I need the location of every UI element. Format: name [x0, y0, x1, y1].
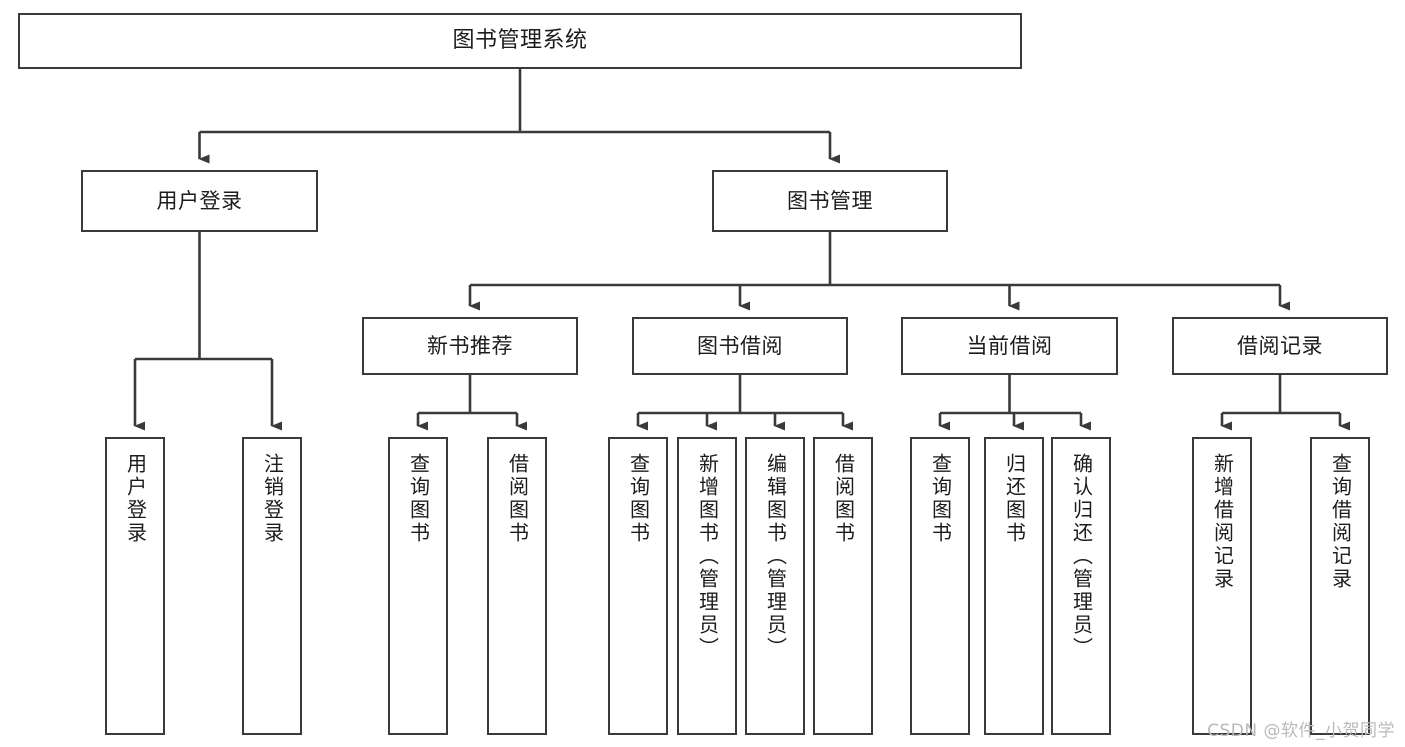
- node-label: 查询借阅记录: [1328, 453, 1353, 591]
- node-root[interactable]: 图书管理系统: [18, 13, 1022, 69]
- node-borrow-record[interactable]: 借阅记录: [1172, 317, 1388, 375]
- node-label: 确认归还（管理员）: [1069, 453, 1094, 660]
- node-label: 查询图书: [406, 453, 431, 545]
- node-leaf-query-book-1[interactable]: 查询图书: [388, 437, 448, 735]
- node-label: 图书管理: [787, 188, 873, 213]
- node-leaf-user-logout[interactable]: 注销登录: [242, 437, 302, 735]
- node-leaf-borrow-book-2[interactable]: 借阅图书: [813, 437, 873, 735]
- node-label: 借阅图书: [505, 453, 530, 545]
- node-label: 用户登录: [123, 453, 148, 545]
- node-leaf-add-book[interactable]: 新增图书（管理员）: [677, 437, 737, 735]
- node-label: 图书管理系统: [452, 28, 588, 54]
- node-book-manage[interactable]: 图书管理: [712, 170, 948, 232]
- node-leaf-query-book-3[interactable]: 查询图书: [910, 437, 970, 735]
- node-label: 借阅图书: [831, 453, 856, 545]
- node-label: 新增图书（管理员）: [695, 453, 720, 660]
- node-leaf-user-login[interactable]: 用户登录: [105, 437, 165, 735]
- node-label: 查询图书: [626, 453, 651, 545]
- node-leaf-confirm-return[interactable]: 确认归还（管理员）: [1051, 437, 1111, 735]
- node-leaf-query-record[interactable]: 查询借阅记录: [1310, 437, 1370, 735]
- node-label: 编辑图书（管理员）: [763, 453, 788, 660]
- node-label: 归还图书: [1002, 453, 1027, 545]
- node-label: 新增借阅记录: [1210, 453, 1235, 591]
- node-book-borrow[interactable]: 图书借阅: [632, 317, 848, 375]
- node-leaf-edit-book[interactable]: 编辑图书（管理员）: [745, 437, 805, 735]
- node-label: 用户登录: [156, 188, 243, 213]
- watermark: CSDN @软件_小贺同学: [1207, 721, 1395, 741]
- node-user-login[interactable]: 用户登录: [81, 170, 318, 232]
- node-leaf-borrow-book-1[interactable]: 借阅图书: [487, 437, 547, 735]
- node-leaf-return-book[interactable]: 归还图书: [984, 437, 1044, 735]
- node-label: 新书推荐: [427, 333, 513, 358]
- node-new-book-rec[interactable]: 新书推荐: [362, 317, 578, 375]
- node-label: 借阅记录: [1237, 333, 1323, 358]
- node-leaf-query-book-2[interactable]: 查询图书: [608, 437, 668, 735]
- node-label: 当前借阅: [966, 333, 1053, 358]
- node-current-borrow[interactable]: 当前借阅: [901, 317, 1118, 375]
- node-leaf-add-record[interactable]: 新增借阅记录: [1192, 437, 1252, 735]
- node-label: 注销登录: [260, 453, 285, 545]
- node-label: 查询图书: [928, 453, 953, 545]
- node-label: 图书借阅: [697, 333, 783, 358]
